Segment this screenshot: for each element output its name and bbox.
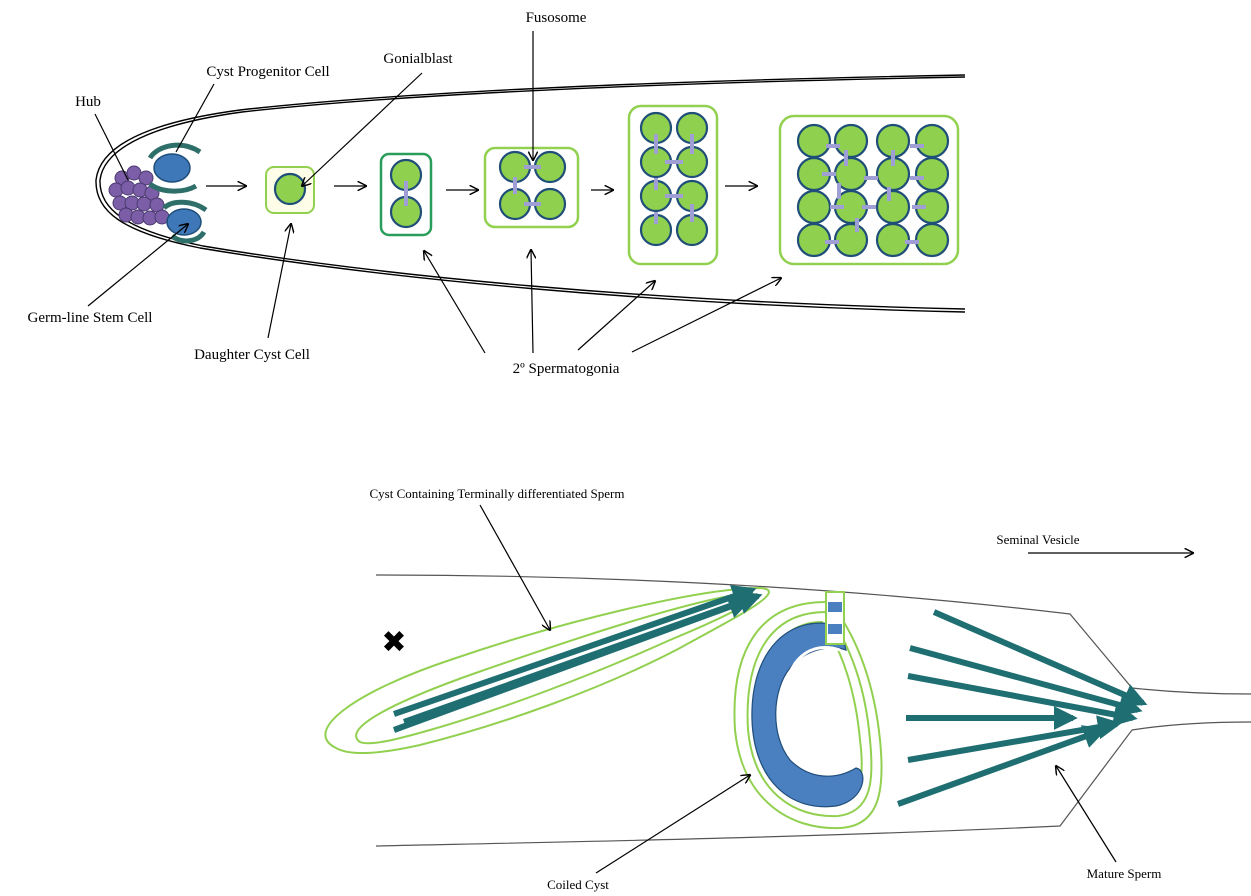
label-coiled-cyst: Coiled Cyst <box>547 877 609 892</box>
pointer-germline-stem-cell <box>87 224 188 307</box>
gonialblast-cell <box>265 166 315 214</box>
cyst-2-cell <box>379 152 433 237</box>
pointer-cyst-terminal-sperm <box>479 504 550 630</box>
label-hub: Hub <box>75 94 101 110</box>
label-spermatogonia: 2º Spermatogonia <box>513 361 620 377</box>
label-cyst-progenitor-cell: Cyst Progenitor Cell <box>206 64 329 80</box>
elongated-sperm-cyst <box>324 584 770 754</box>
testis-tube-bottom <box>375 574 1251 847</box>
pointers-spermatogonia <box>424 250 781 354</box>
pointer-hub <box>94 113 129 181</box>
pointer-daughter-cyst-cell <box>267 224 291 339</box>
stem-cell-lower <box>162 199 208 244</box>
cyst-4-cell <box>483 146 580 229</box>
label-mature-sperm: Mature Sperm <box>1087 866 1162 881</box>
coiled-cyst <box>733 591 883 830</box>
pointer-coiled-cyst <box>595 775 750 874</box>
hub-cluster <box>108 165 170 226</box>
label-cyst-terminal-sperm: Cyst Containing Terminally differentiate… <box>370 486 625 501</box>
label-germline-stem-cell: Germ-line Stem Cell <box>28 310 153 326</box>
pointer-gonialblast <box>302 72 423 186</box>
progression-arrows <box>206 186 757 190</box>
label-seminal-vesicle: Seminal Vesicle <box>996 532 1079 547</box>
stem-cell-upper <box>147 142 202 194</box>
cyst-16-cell <box>778 114 960 266</box>
cyst-8-cell <box>627 104 719 266</box>
label-gonialblast: Gonialblast <box>383 51 453 67</box>
label-fusosome: Fusosome <box>526 10 587 26</box>
cross-icon: ✖ <box>381 625 406 660</box>
pointer-mature-sperm <box>1056 766 1117 863</box>
pointer-cyst-progenitor <box>175 83 215 153</box>
mature-sperm-bundle <box>896 609 1148 807</box>
label-daughter-cyst-cell: Daughter Cyst Cell <box>194 347 310 363</box>
